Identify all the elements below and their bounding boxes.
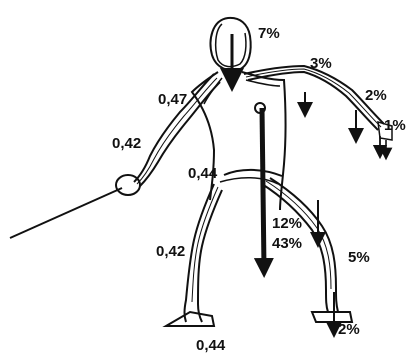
label-foot-right-pct: 2%	[338, 321, 360, 338]
label-trunk-upper-pct: 12%	[272, 215, 302, 232]
sword-icon	[10, 175, 140, 238]
label-shank-left-ratio: 0,42	[156, 243, 185, 260]
label-forearm-right-pct: 2%	[365, 87, 387, 104]
label-forearm-left-ratio: 0,42	[112, 135, 141, 152]
label-hand-right-pct: 1%	[384, 117, 406, 134]
label-foot-left-ratio: 0,44	[196, 337, 226, 354]
label-upper-arm-left-ratio: 0,47	[158, 91, 187, 108]
label-trunk-ratio: 0,44	[188, 165, 218, 182]
label-trunk-lower-pct: 43%	[272, 235, 302, 252]
label-lower-leg-right-pct: 5%	[348, 249, 370, 266]
label-head-pct: 7%	[258, 25, 280, 42]
label-upper-arm-right-pct: 3%	[310, 55, 332, 72]
